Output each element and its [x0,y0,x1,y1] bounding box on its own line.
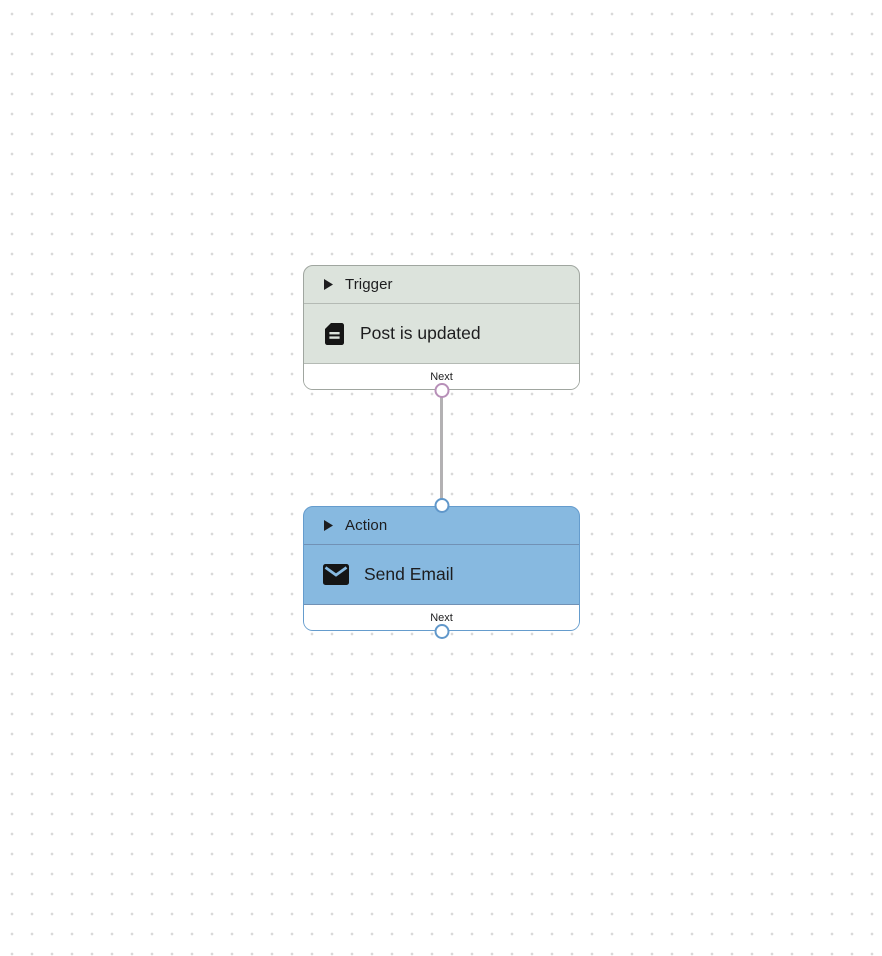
action-title: Send Email [364,564,454,584]
action-node-body[interactable]: Send Email [304,545,579,605]
action-next-label: Next [430,611,453,624]
trigger-next-label: Next [430,370,453,383]
trigger-output-port[interactable] [434,383,449,398]
post-document-icon [323,322,345,346]
action-output-port[interactable] [434,624,449,639]
connector-edge[interactable] [440,392,443,508]
trigger-node-header[interactable]: Trigger [304,266,579,304]
collapse-triangle-icon[interactable] [324,520,333,531]
action-node[interactable]: Action Send Email Next [303,498,580,639]
trigger-title: Post is updated [360,323,481,343]
action-type-label: Action [345,517,388,534]
action-input-port[interactable] [434,498,449,513]
trigger-node[interactable]: Trigger Post is updated Next [303,265,580,398]
email-icon [323,564,349,585]
trigger-type-label: Trigger [345,276,393,293]
collapse-triangle-icon[interactable] [324,279,333,290]
action-node-header[interactable]: Action [304,507,579,545]
trigger-node-body[interactable]: Post is updated [304,304,579,364]
